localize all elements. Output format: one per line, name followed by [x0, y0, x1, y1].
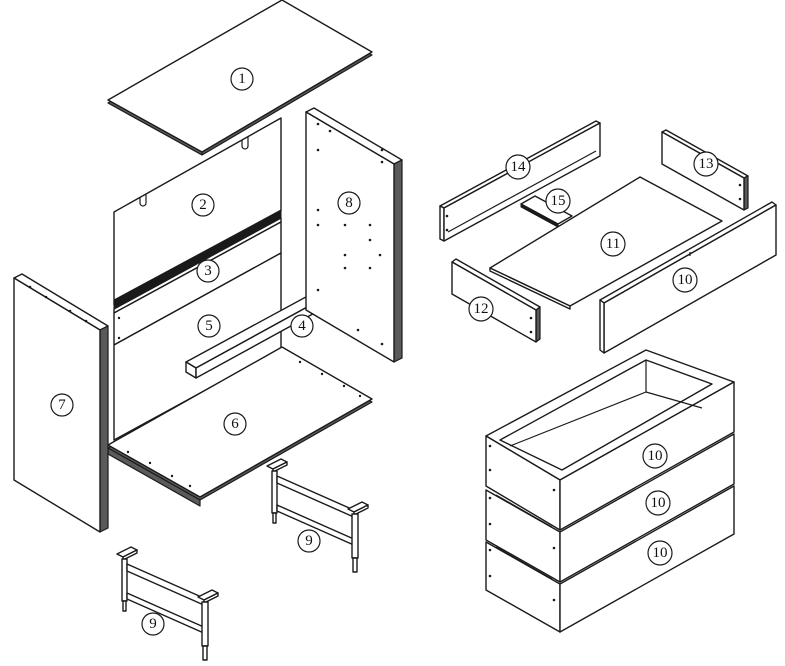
svg-text:10: 10 [648, 448, 663, 464]
callout-3: 3 [196, 259, 220, 283]
callout-15: 15 [545, 188, 571, 214]
callout-1: 1 [230, 67, 254, 91]
svg-text:10: 10 [651, 495, 666, 511]
callout-4: 4 [290, 314, 314, 338]
svg-text:10: 10 [678, 272, 693, 288]
callout-2: 2 [191, 193, 215, 217]
callout-10-drawer-middle: 10 [645, 490, 671, 516]
callout-11: 11 [600, 231, 626, 257]
part-9-leg-frame-lower [116, 546, 219, 661]
callout-9-lower: 9 [141, 612, 165, 636]
svg-text:1: 1 [238, 71, 246, 87]
svg-text:6: 6 [231, 416, 239, 432]
svg-text:9: 9 [149, 616, 157, 632]
callout-7: 7 [50, 393, 74, 417]
callout-5: 5 [197, 314, 221, 338]
part-15-drawer-runner [520, 195, 573, 228]
svg-text:7: 7 [58, 397, 66, 413]
svg-text:13: 13 [699, 156, 714, 172]
part-12-drawer-side [451, 258, 541, 343]
callout-12: 12 [468, 296, 494, 322]
panel-8-right-side [305, 107, 403, 363]
part-9-leg-frame-upper [266, 458, 369, 573]
callout-8: 8 [337, 191, 361, 215]
svg-text:2: 2 [199, 197, 207, 213]
callout-13: 13 [693, 151, 719, 177]
svg-text:3: 3 [204, 263, 212, 279]
svg-text:12: 12 [474, 301, 489, 317]
callout-6: 6 [223, 412, 247, 436]
svg-text:9: 9 [305, 533, 313, 549]
svg-text:5: 5 [205, 318, 213, 334]
svg-text:10: 10 [653, 545, 668, 561]
svg-text:14: 14 [511, 159, 527, 175]
assembled-drawer-stack [485, 349, 735, 633]
svg-text:11: 11 [606, 236, 620, 252]
callout-9-upper: 9 [297, 529, 321, 553]
svg-text:15: 15 [551, 193, 566, 209]
svg-text:4: 4 [298, 318, 306, 334]
svg-text:8: 8 [345, 195, 353, 211]
callout-10-drawer-top: 10 [642, 443, 668, 469]
callout-10-front: 10 [672, 267, 698, 293]
callout-14: 14 [505, 154, 531, 180]
callout-10-drawer-bottom: 10 [647, 540, 673, 566]
